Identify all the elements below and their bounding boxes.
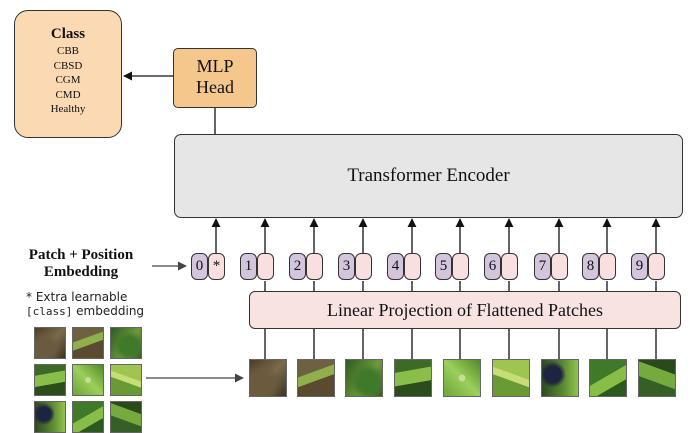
- token-arrows: [211, 218, 661, 253]
- token-patch-3: [355, 253, 372, 280]
- row-patch-1: [249, 359, 287, 397]
- patch-lines: [264, 281, 657, 359]
- grid-patch-9: [110, 401, 142, 433]
- token-class-embedding: *: [208, 253, 225, 280]
- transformer-encoder-box: Transformer Encoder: [174, 134, 683, 218]
- token-position-7: 7: [534, 253, 551, 280]
- token-position-1: 1: [240, 253, 257, 280]
- token-position-3: 3: [338, 253, 355, 280]
- class-item-cmd: CMD: [55, 88, 81, 101]
- grid-patch-4: [34, 364, 66, 396]
- patch-position-line2: Embedding: [43, 264, 119, 280]
- token-position-5: 5: [435, 253, 452, 280]
- token-patch-2: [306, 253, 323, 280]
- row-patch-2: [297, 359, 335, 397]
- row-patch-3: [345, 359, 383, 397]
- mlp-head-line2: Head: [196, 77, 234, 97]
- class-item-cgm: CGM: [55, 74, 81, 86]
- row-patch-6: [492, 359, 530, 397]
- extra-note-line1: * Extra learnable: [26, 290, 128, 304]
- grid-patch-5: [72, 364, 104, 396]
- token-position-8: 8: [582, 253, 599, 280]
- token-patch-6: [501, 253, 518, 280]
- transformer-encoder-label: Transformer Encoder: [347, 165, 510, 186]
- token-patch-4: [404, 253, 421, 280]
- grid-patch-3: [110, 327, 142, 359]
- token-patch-9: [648, 253, 665, 280]
- mlp-head-box: MLP Head: [173, 48, 257, 108]
- row-patch-5: [443, 359, 481, 397]
- grid-patch-7: [34, 401, 66, 433]
- grid-patch-8: [72, 401, 104, 433]
- class-output-box: Class CBB CBSD CGM CMD Healthy: [14, 10, 122, 138]
- row-patch-8: [589, 359, 627, 397]
- patch-position-line1: Patch + Position: [28, 247, 134, 263]
- linear-projection-box: Linear Projection of Flattened Patches: [249, 291, 681, 329]
- token-position-6: 6: [484, 253, 501, 280]
- token-patch-7: [551, 253, 568, 280]
- patch-position-embedding-label: Patch + Position Embedding: [14, 247, 148, 281]
- extra-learnable-note: * Extra learnable [class] embedding: [26, 290, 144, 319]
- row-patch-4: [394, 359, 432, 397]
- token-position-0: 0: [191, 253, 208, 280]
- grid-patch-1: [34, 327, 66, 359]
- grid-patch-2: [72, 327, 104, 359]
- class-item-healthy: Healthy: [50, 103, 86, 115]
- token-position-4: 4: [387, 253, 404, 280]
- token-patch-1: [257, 253, 274, 280]
- class-item-cbb: CBB: [56, 45, 79, 57]
- grid-patch-6: [110, 364, 142, 396]
- class-item-cbsd: CBSD: [53, 59, 83, 72]
- row-patch-7: [541, 359, 579, 397]
- linear-projection-label: Linear Projection of Flattened Patches: [327, 299, 603, 320]
- row-patch-9: [638, 359, 676, 397]
- extra-note-class-token: [class]: [26, 305, 73, 318]
- extra-note-line2: embedding: [72, 304, 145, 318]
- token-patch-5: [452, 253, 469, 280]
- token-position-2: 2: [289, 253, 306, 280]
- token-patch-8: [599, 253, 616, 280]
- mlp-head-line1: MLP: [196, 56, 234, 76]
- class-title: Class: [50, 26, 86, 42]
- token-position-9: 9: [631, 253, 648, 280]
